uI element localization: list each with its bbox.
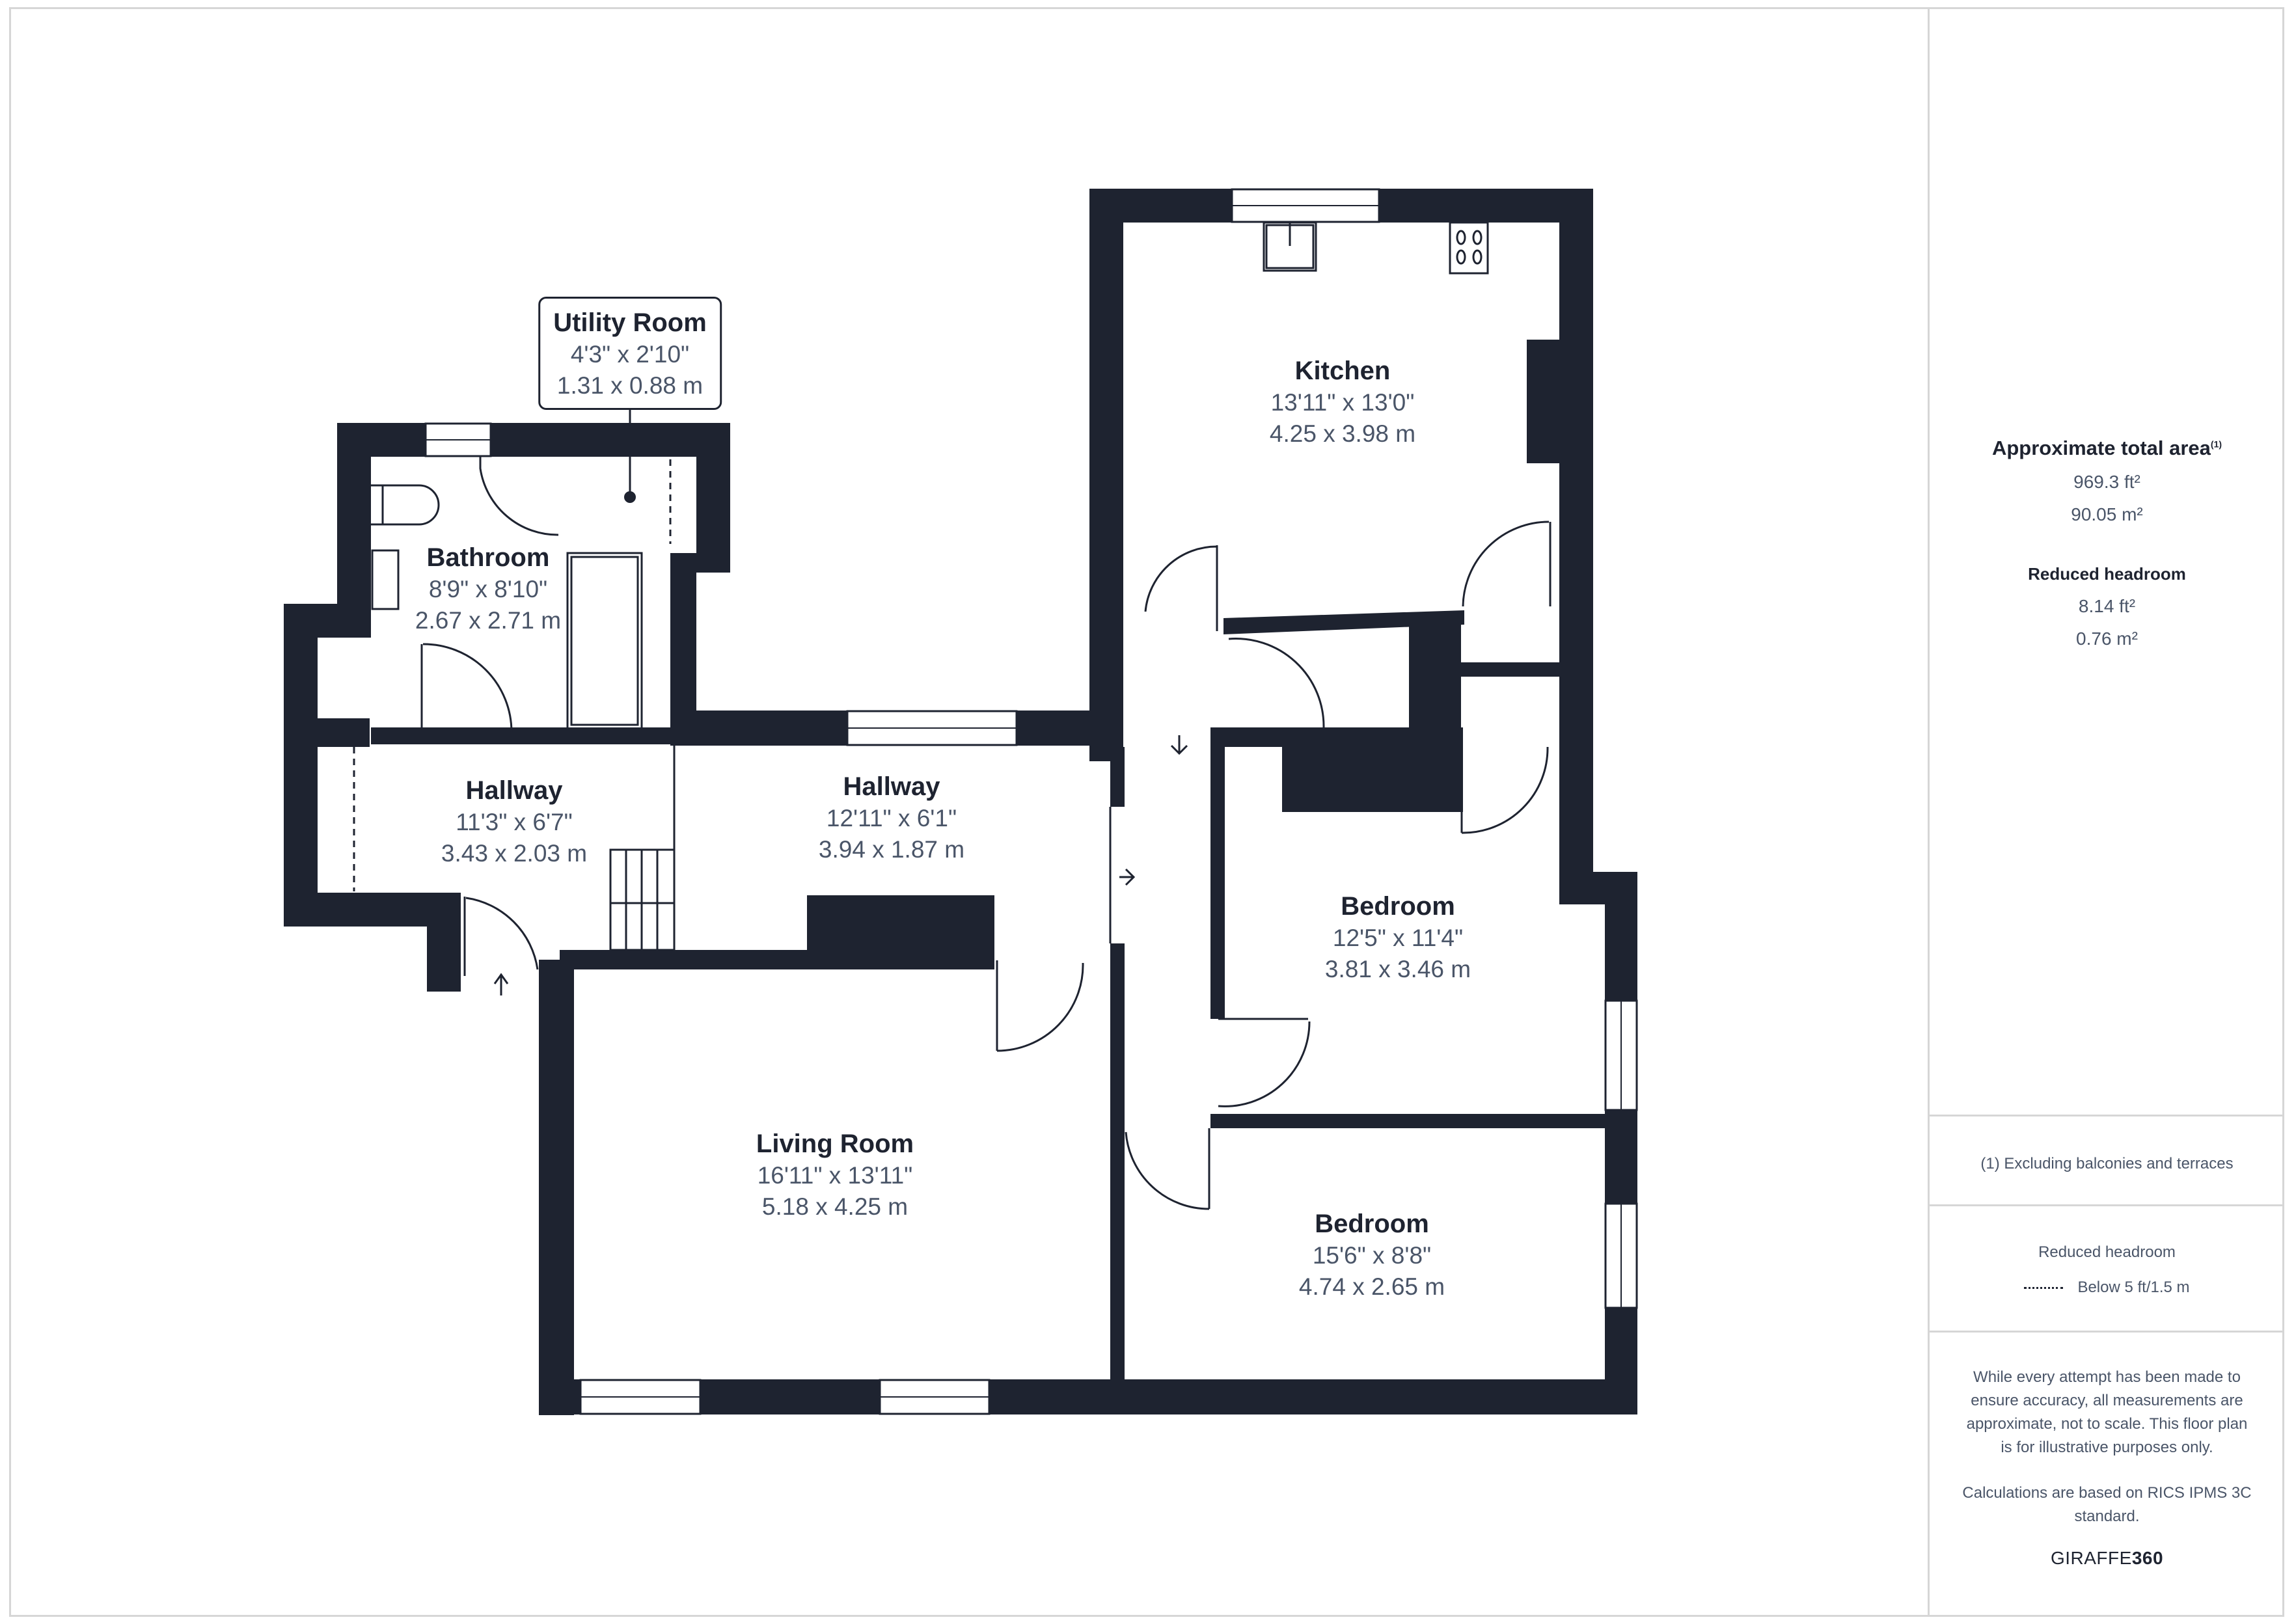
room-dim-imperial: 11'3" x 6'7" (456, 809, 573, 835)
divider (1930, 1204, 2284, 1206)
standard-text: Calculations are based on RICS IPMS 3C s… (1962, 1484, 2252, 1525)
room-label-kitchen: Kitchen 13'11" x 13'0" 4.25 x 3.98 m (1270, 355, 1415, 450)
footnote-text: (1) Excluding balconies and terraces (1980, 1155, 2234, 1172)
room-dim-metric: 3.81 x 3.46 m (1324, 956, 1471, 982)
reduced-headroom-m: 0.76 m² (2076, 629, 2138, 649)
room-dim-imperial: 13'11" x 13'0" (1270, 389, 1415, 416)
divider (1930, 1331, 2284, 1333)
utility-callout-connector (624, 402, 636, 503)
room-dim-metric: 4.74 x 2.65 m (1298, 1273, 1445, 1300)
room-dim-metric: 3.94 x 1.87 m (818, 836, 965, 863)
room-label-hallway-central: Hallway 12'11" x 6'1" 3.94 x 1.87 m (819, 770, 964, 865)
total-area-section: Approximate total area(1) 969.3 ft² 90.0… (1930, 437, 2284, 525)
reduced-headroom-ft: 8.14 ft² (2078, 596, 2136, 616)
total-area-m: 90.05 m² (2071, 504, 2143, 524)
room-dim-metric: 2.67 x 2.71 m (415, 607, 562, 634)
legend-item: Below 5 ft/1.5 m (1930, 1276, 2284, 1299)
legend-title: Reduced headroom (2038, 1243, 2176, 1261)
room-label-living-room: Living Room 16'11" x 13'11" 5.18 x 4.25 … (756, 1128, 914, 1223)
room-name: Hallway (465, 776, 563, 805)
room-name: Kitchen (1294, 357, 1391, 385)
room-dim-imperial: 16'11" x 13'11" (757, 1162, 913, 1189)
room-dim-imperial: 12'5" x 11'4" (1332, 925, 1464, 951)
window-mullions (426, 205, 1622, 1398)
divider (1930, 1115, 2284, 1116)
room-dim-metric: 1.31 x 0.88 m (556, 372, 704, 399)
walls (284, 189, 1637, 1415)
room-label-bedroom-2: Bedroom 15'6" x 8'8" 4.74 x 2.65 m (1299, 1208, 1445, 1303)
room-name: Utility Room (553, 308, 707, 337)
room-label-utility-room: Utility Room 4'3" x 2'10" 1.31 x 0.88 m (538, 297, 722, 410)
footnote-marker: (1) (2210, 439, 2222, 450)
room-name: Hallway (843, 772, 940, 801)
room-dim-imperial: 4'3" x 2'10" (570, 341, 690, 368)
room-label-bathroom: Bathroom 8'9" x 8'10" 2.67 x 2.71 m (415, 541, 561, 636)
legend-section: Reduced headroom Below 5 ft/1.5 m (1930, 1241, 2284, 1299)
room-label-bedroom-1: Bedroom 12'5" x 11'4" 3.81 x 3.46 m (1325, 890, 1471, 985)
total-area-ft: 969.3 ft² (2073, 472, 2140, 492)
disclaimer-section: While every attempt has been made to ens… (1930, 1366, 2284, 1569)
room-name: Bathroom (426, 543, 550, 572)
brand-part2: 360 (2131, 1548, 2164, 1568)
disclaimer-text: While every attempt has been made to ens… (1966, 1368, 2248, 1456)
room-dim-imperial: 12'11" x 6'1" (826, 805, 957, 832)
reduced-headroom-lines (353, 459, 672, 891)
room-dim-metric: 5.18 x 4.25 m (761, 1193, 909, 1220)
reduced-headroom-section: Reduced headroom 8.14 ft² 0.76 m² (1930, 564, 2284, 649)
room-dim-imperial: 8'9" x 8'10" (428, 576, 548, 602)
room-dim-metric: 4.25 x 3.98 m (1269, 420, 1416, 447)
room-name: Living Room (756, 1130, 914, 1158)
legend-item-text: Below 5 ft/1.5 m (2077, 1279, 2190, 1296)
room-name: Bedroom (1341, 892, 1455, 921)
room-dim-metric: 3.43 x 2.03 m (441, 840, 588, 867)
reduced-headroom-title: Reduced headroom (2028, 564, 2186, 584)
room-name: Bedroom (1315, 1210, 1429, 1238)
room-label-hallway-west: Hallway 11'3" x 6'7" 3.43 x 2.03 m (441, 774, 587, 869)
info-sidebar: Approximate total area(1) 969.3 ft² 90.0… (1928, 7, 2284, 1617)
fixtures (371, 221, 1551, 1210)
brand-logo: GIRAFFE360 (1962, 1548, 2252, 1569)
total-area-title: Approximate total area(1) (1930, 437, 2284, 460)
total-area-title-text: Approximate total area (1991, 437, 2211, 459)
brand-part1: GIRAFFE (2050, 1548, 2132, 1568)
dotted-line-icon (2024, 1287, 2064, 1290)
footnote-section: (1) Excluding balconies and terraces (1930, 1152, 2284, 1176)
page-frame (9, 7, 2284, 1617)
room-dim-imperial: 15'6" x 8'8" (1312, 1242, 1432, 1269)
